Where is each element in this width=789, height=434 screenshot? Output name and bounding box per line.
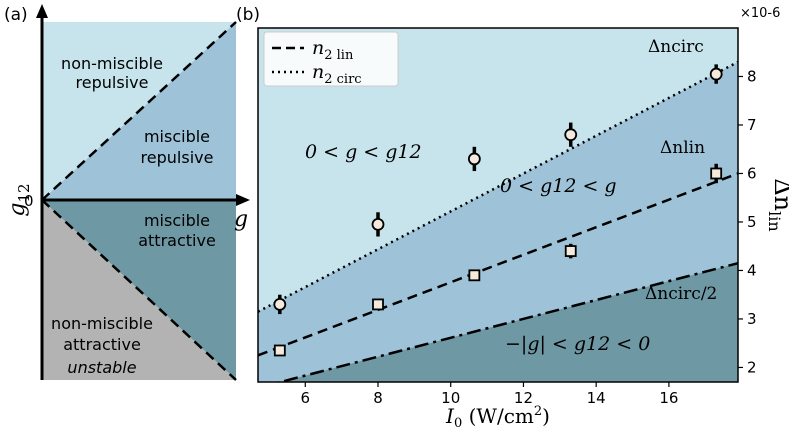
region-label-nma-2: attractive [63,335,141,354]
y-ticks: 2 3 4 5 6 7 8 [738,67,757,376]
line-label-circ: Δncirc [648,37,704,57]
x-tick-label: 6 [300,389,310,407]
data-points [273,64,723,357]
legend: n2 lin n2 circ [263,31,399,87]
y-axis-label: Δnlin [765,178,789,231]
legend-entry-lin: n2 lin [312,37,354,63]
data-point-circ [273,298,287,311]
data-point-circ [371,217,385,231]
data-point-lin [564,245,577,257]
y-tick-label: 6 [747,164,757,182]
plot-frame [257,27,739,383]
y-tick-label: 5 [747,213,757,231]
origin-label: 0 [24,192,34,210]
region-label-top: 0 < g < g12 [305,141,422,163]
panel-a-label: (a) [4,5,28,25]
region-label-nma-1: non-miscible [51,314,153,333]
y-tick-label: 7 [747,116,757,134]
region-bottom [258,263,738,382]
x-tick-label: 8 [373,389,383,407]
y-tick-label: 8 [747,67,757,85]
region-label-nmr-1: non-miscible [61,54,163,73]
data-point-circ [564,128,578,142]
region-label-nmr-2: repulsive [76,73,149,92]
g-axis-arrow [236,194,250,206]
g-axis-label: g [234,207,248,232]
region-label-unstable: unstable [67,358,136,377]
fit-line-dotted [258,60,738,313]
line-annotations: Δncirc Δnlin Δncirc/2 [645,37,717,304]
svg-text:g12: g12 [5,183,33,216]
y-tick-label: 3 [747,310,757,328]
y-tick-label: 4 [747,261,757,279]
fit-lines [258,60,738,382]
region-label-bottom: −|g| < g12 < 0 [505,333,650,355]
g12-axis-arrow [36,4,48,18]
region-label-mr-1: miscible [144,127,210,146]
region-label-ma-2: attractive [138,231,216,250]
boundary-lower [41,199,237,381]
scale-note: ×10-6 [740,6,780,21]
line-label-lin: Δnlin [660,138,705,158]
data-point-circ [467,152,481,166]
fit-line-dashed [258,172,738,357]
x-tick-label: 16 [659,389,678,407]
x-axis-label: I0 (W/cm2) [445,404,550,431]
region-label-mr-2: repulsive [141,148,214,167]
data-point-lin [372,298,384,311]
panel-b-label: (b) [236,5,260,25]
panel-a: (a) 0 g g12 non-miscible repulsive misci… [4,4,250,381]
fit-line-dashdot [275,261,738,382]
y-tick-label: 2 [747,358,757,376]
x-tick-label: 10 [441,389,460,407]
region-label-middle: 0 < g12 < g [500,175,617,197]
data-point-circ [709,67,723,81]
x-ticks: 6 8 10 12 14 16 [300,382,678,407]
g12-axis-label: g12 [5,183,33,216]
data-point-lin [710,167,723,180]
line-label-half: Δncirc/2 [645,284,717,304]
data-point-lin [468,269,481,282]
plot-area [257,27,739,383]
x-tick-label: 12 [514,389,533,407]
region-label-ma-1: miscible [144,211,210,230]
legend-entry-circ: n2 circ [312,61,362,87]
boundary-upper [41,21,237,201]
region-annotations: 0 < g < g12 0 < g12 < g −|g| < g12 < 0 [305,141,650,355]
data-point-lin [273,344,286,357]
x-tick-label: 14 [587,389,606,407]
svg-text:Δnlin: Δnlin [765,178,789,231]
